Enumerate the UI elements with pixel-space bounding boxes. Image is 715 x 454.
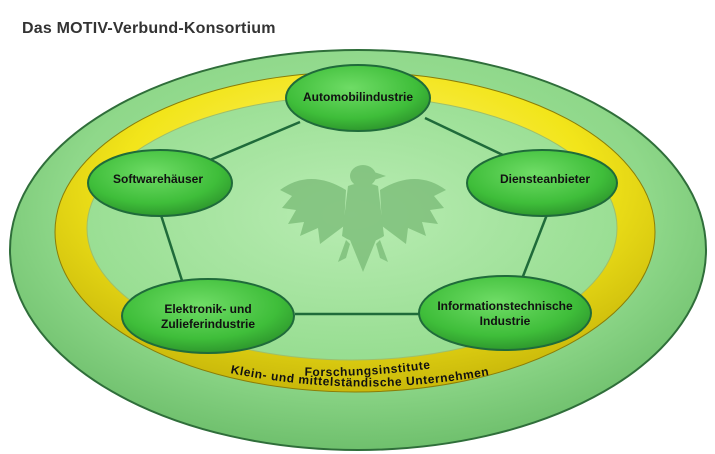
page-title: Das MOTIV-Verbund-Konsortium — [22, 20, 276, 37]
connectors — [158, 116, 550, 316]
connector-dienste-informations — [518, 211, 550, 285]
node-diensteanbieter-label: Diensteanbieter — [500, 172, 590, 186]
node-automobilindustrie: Automobilindustrie — [285, 64, 431, 132]
node-elektronik-label-line2: Zulieferindustrie — [161, 317, 255, 331]
node-diensteanbieter: Diensteanbieter — [466, 149, 618, 217]
node-elektronik-label-line1: Elektronik- und — [164, 302, 251, 316]
node-softwarehaeuser-label: Softwarehäuser — [113, 172, 203, 186]
node-softwarehaeuser: Softwarehäuser — [87, 149, 233, 217]
connector-automobil-dienste — [424, 116, 506, 158]
eagle-emblem-icon — [280, 165, 446, 272]
node-elektronik: Elektronik- und Zulieferindustrie — [121, 278, 295, 354]
connector-automobil-software — [209, 120, 301, 162]
node-informationstechnische-label-line2: Industrie — [480, 314, 531, 328]
node-automobilindustrie-label: Automobilindustrie — [303, 90, 413, 104]
node-informationstechnische: Informationstechnische Industrie — [418, 275, 592, 351]
connector-software-elektronik — [158, 211, 187, 291]
node-informationstechnische-label-line1: Informationstechnische — [437, 299, 573, 313]
